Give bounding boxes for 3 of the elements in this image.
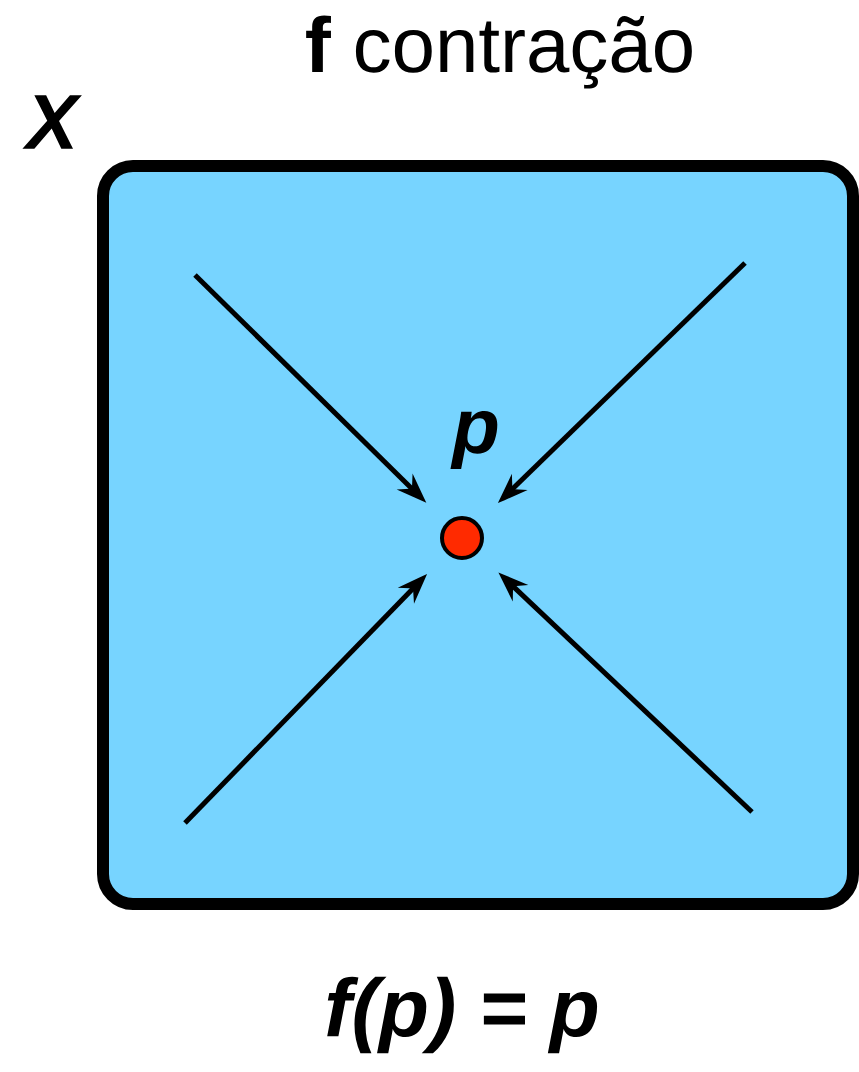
equation: f(p) = p	[327, 976, 598, 1054]
title: f contração	[306, 15, 692, 89]
region-label: X	[22, 95, 82, 149]
